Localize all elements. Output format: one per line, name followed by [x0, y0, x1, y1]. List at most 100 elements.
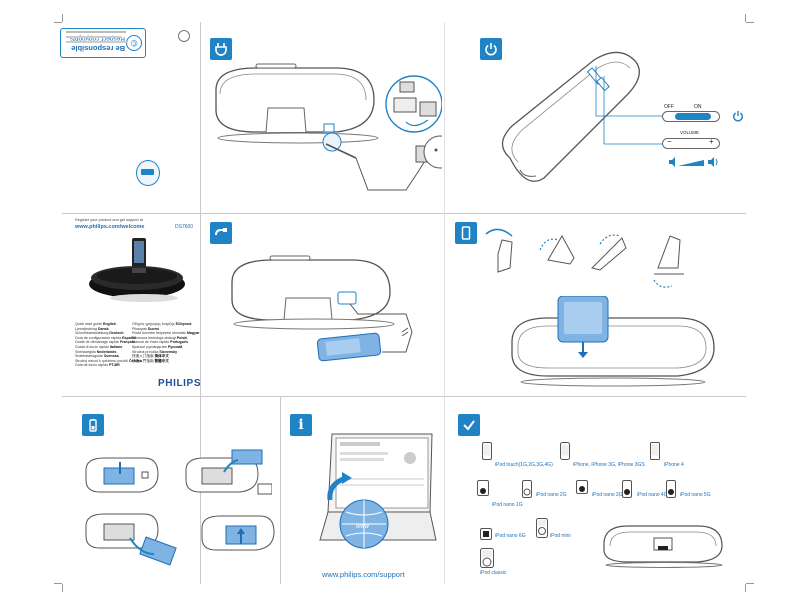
crop-mark: [54, 22, 62, 23]
iphone-icon: [560, 442, 570, 460]
compat-ipod-touch: iPod touch(1G,2G,3G,4G): [495, 462, 553, 468]
info-icon: i: [298, 417, 304, 433]
phone-icon: [461, 226, 471, 240]
lang-line-16: Краткое руководство Русский: [132, 345, 183, 349]
copyright-block: © Be responsible Respect copyrights: [60, 26, 196, 206]
battery-badge: [82, 414, 104, 436]
dock-badge: [455, 222, 477, 244]
panel-divider-top: [62, 213, 746, 214]
philips-logo: PHILIPS: [158, 378, 202, 389]
ipod-nano-3g-icon: [576, 480, 588, 494]
on-label: ON: [694, 104, 702, 110]
lang-line-15: Manual de início rápido Português: [132, 340, 188, 345]
crop-mark: [746, 583, 754, 584]
ipod-classic-icon: [480, 548, 494, 568]
laptop-support-illustration: www: [319, 433, 437, 549]
lang-line-6: Guida di avvio rapido Italiano: [75, 345, 123, 349]
ipod-nano-5g-icon: [666, 480, 676, 498]
power-icon: [485, 43, 497, 56]
lang-line-19: 快速入門指南 繁體中文: [132, 358, 169, 363]
crop-mark: [54, 583, 62, 584]
volume-minus[interactable]: −: [667, 137, 672, 146]
lang-line-8: Snabbstartsguide Svenska: [75, 354, 119, 359]
battery-step-4: [201, 515, 275, 551]
svg-text:www: www: [356, 524, 370, 530]
speaker-top-view: [501, 51, 640, 182]
lang-line-7: Snelstartgids Nederlands: [75, 349, 117, 354]
support-url[interactable]: www.philips.com/support: [322, 570, 405, 579]
ipod-nano-2g-icon: [522, 480, 532, 498]
volume-ramp-icon: [669, 157, 718, 167]
battery-step-2: [185, 449, 272, 495]
compat-nano-4g: iPod nano 4G: [637, 492, 668, 498]
crop-mark: [62, 584, 63, 592]
panel-divider-v1: [200, 22, 201, 584]
compat-nano-2g: iPod nano 2G: [536, 492, 567, 498]
lang-line-10: Guia de início rápido PT-BR: [75, 363, 120, 368]
dock-open-steps: [485, 228, 684, 288]
crop-mark: [745, 14, 746, 22]
lang-line-2: Lynvejledning Dansk: [75, 326, 109, 331]
compat-iphone: iPhone, iPhone 3G, iPhone 3GS: [573, 462, 645, 468]
speaker-front-illustration: [603, 525, 723, 568]
ipod-nano-6g-icon: [480, 528, 492, 540]
compat-nano-1g: iPod nano 1G: [492, 502, 523, 508]
eco-badge-icon: [136, 160, 160, 186]
compat-iphone-4: iPhone 4: [664, 462, 684, 468]
iphone-4-icon: [650, 442, 660, 460]
panel-divider-bottom: [62, 396, 746, 397]
power-on-icon: [733, 110, 743, 122]
ipod-touch-icon: [482, 442, 492, 460]
plug-icon: [215, 43, 227, 56]
off-label: OFF: [664, 104, 674, 110]
recycle-icon: [178, 30, 190, 42]
crop-mark: [746, 22, 754, 23]
ipod-mini-icon: [536, 518, 548, 538]
lang-line-9: Stručný návod k rychlému použití Čeština: [75, 358, 142, 363]
power-plug-badge: [210, 38, 232, 60]
connect-badge: [210, 222, 232, 244]
volume-plus[interactable]: +: [709, 137, 714, 146]
compat-nano-6g: iPod nano 6G: [495, 533, 526, 539]
volume-label: VOLUME: [680, 130, 700, 135]
info-badge: i: [290, 414, 312, 436]
panel-divider-v3: [280, 396, 281, 584]
battery-step-1: [85, 457, 159, 493]
panel-divider-v2: [444, 22, 445, 584]
lang-line-18: 快速入门指南 简体中文: [132, 354, 169, 359]
lang-line-14: Skrócona instrukcja obsługi Polski: [132, 335, 188, 340]
lang-line-13: Rövid üzembe helyezési útmutató Magyar: [132, 331, 200, 336]
crop-mark: [745, 584, 746, 592]
compat-ipod-classic: iPod classic: [480, 570, 507, 576]
crop-mark: [62, 14, 63, 22]
compat-nano-3g: iPod nano 3G: [592, 492, 623, 498]
power-badge: [480, 38, 502, 60]
model-number: DS7600: [175, 224, 194, 230]
product-photo: [89, 238, 185, 302]
cable-icon: [215, 228, 227, 236]
register-text: Register your product and get support at: [75, 218, 143, 222]
lang-line-4: Guía de configuración rápida Español: [75, 335, 137, 340]
ipod-nano-1g-icon: [477, 480, 489, 496]
cover-panel: Register your product and get support at…: [62, 214, 202, 396]
lang-line-11: Οδηγός γρήγορης έναρξης Ελληνικά: [132, 322, 192, 326]
compat-nano-5g: iPod nano 5G: [680, 492, 711, 498]
volume-control[interactable]: − +: [662, 137, 720, 149]
compat-ipod-mini: iPod mini: [550, 533, 571, 539]
lang-line-12: Pikaopas Suomi: [132, 326, 159, 331]
power-connection-illustration: [215, 63, 442, 191]
callout-lines: [595, 66, 664, 145]
welcome-url: www.philips.com/welcome: [75, 224, 145, 230]
lang-line-17: Stručná príručka Slovensky: [132, 349, 178, 354]
battery-step-3: [85, 513, 177, 566]
power-switch[interactable]: [662, 111, 720, 122]
checkmark-icon: [463, 420, 475, 431]
battery-icon: [89, 419, 97, 432]
aux-connection-illustration: [231, 255, 413, 362]
lang-line-3: Schnellstartanleitung Deutsch: [75, 331, 124, 336]
compat-badge: [458, 414, 480, 436]
ipod-nano-4g-icon: [622, 480, 632, 498]
dock-iphone-illustration: [511, 296, 715, 387]
lang-line-1: Quick start guide English: [75, 322, 116, 326]
